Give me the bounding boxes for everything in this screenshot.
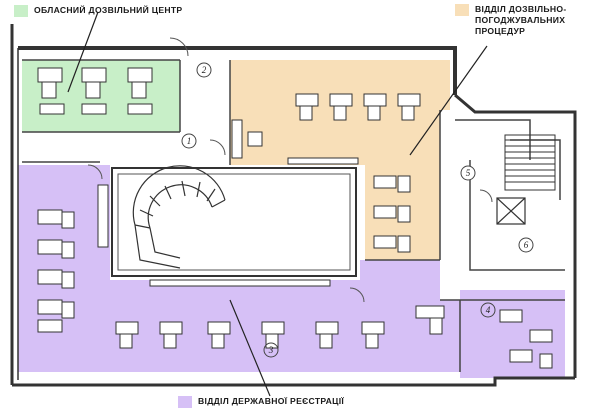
legend-permits-text: ВІДДІЛ ДОЗВІЛЬНО- ПОГОДЖУВАЛЬНИХ ПРОЦЕДУ… — [475, 4, 600, 37]
spiral-staircase — [132, 165, 226, 269]
legend-permits-label-line1: ВІДДІЛ ДОЗВІЛЬНО- — [475, 4, 567, 14]
central-atrium — [111, 165, 357, 277]
registry-department-area — [18, 165, 460, 372]
elevator-shaft — [496, 197, 526, 225]
desks-permits — [231, 93, 421, 253]
legend-regional-center: ОБЛАСНИЙ ДОЗВІЛЬНИЙ ЦЕНТР — [14, 5, 182, 17]
legend-regional-center-label: ОБЛАСНИЙ ДОЗВІЛЬНИЙ ЦЕНТР — [34, 5, 183, 15]
outer-walls — [10, 24, 577, 387]
legend-registry-department: ВІДДІЛ ДЕРЖАВНОЇ РЕЄСТРАЦІЇ — [178, 396, 344, 408]
room-numbers: 1 2 3 4 5 6 — [181, 62, 534, 358]
leader-lines — [67, 11, 488, 397]
interior-walls — [22, 59, 565, 372]
room-number-3: 3 — [268, 345, 274, 355]
legend-registry-label: ВІДДІЛ ДЕРЖАВНОЇ РЕЄСТРАЦІЇ — [198, 396, 345, 406]
room-number-1: 1 — [187, 136, 192, 146]
legend-permits-department: ВІДДІЛ ДОЗВІЛЬНО- ПОГОДЖУВАЛЬНИХ ПРОЦЕДУ… — [455, 4, 600, 37]
room-number-4: 4 — [486, 305, 491, 315]
room-4-area — [460, 290, 565, 378]
room-number-6: 6 — [524, 240, 529, 250]
desks-regional-center — [37, 67, 153, 115]
legend-swatch-purple — [178, 396, 192, 408]
room-number-5: 5 — [466, 168, 471, 178]
side-staircase — [504, 134, 556, 191]
legend-swatch-orange — [455, 4, 469, 16]
legend-swatch-green — [14, 5, 28, 17]
desks-registry — [37, 184, 553, 369]
legend-permits-label-line2: ПОГОДЖУВАЛЬНИХ ПРОЦЕДУР — [475, 15, 566, 36]
room-number-2: 2 — [202, 65, 207, 75]
door-swings — [87, 37, 493, 303]
